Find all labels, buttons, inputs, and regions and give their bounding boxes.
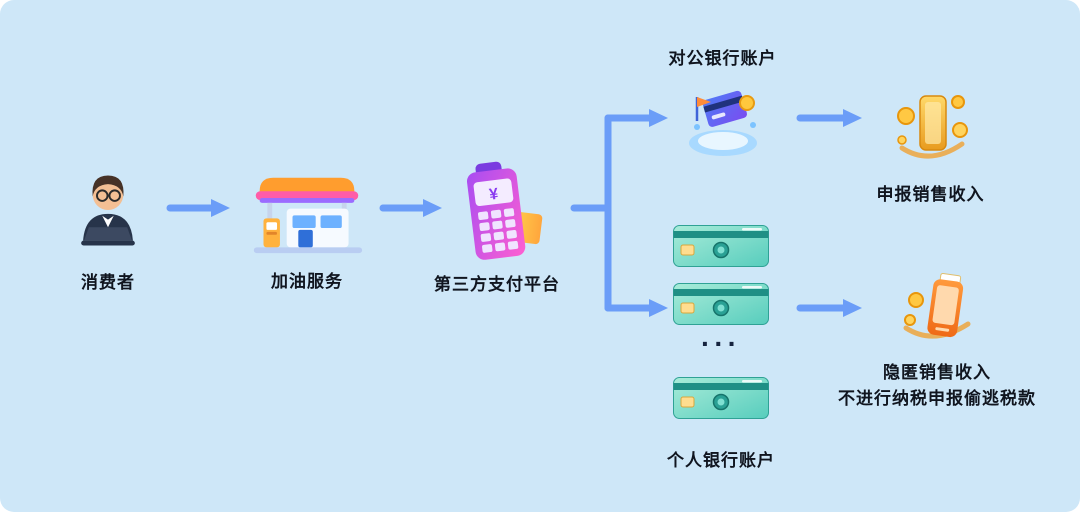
gold-bar-coins-icon [896,95,968,159]
personal-bank-account-label: 个人银行账户 [667,451,775,470]
node-refuel-service: 加油服务 [242,170,372,292]
corporate-bank-account-label: 对公银行账户 [668,49,777,68]
declare-sales-income-label: 申报销售收入 [876,185,985,204]
hidden-sales-income-label-line2: 不进行纳税申报偷逃税款 [838,389,1036,408]
corporate-account-card-icon [688,90,757,156]
refuel-service-label: 加油服务 [271,272,343,291]
node-declare-sales-income: 申报销售收入 [858,84,1003,205]
phone-cash-icon [903,272,971,339]
arrow-branch-to-personal-account [604,299,668,317]
consumer-person-icon [81,175,135,246]
pos-terminal-icon: ¥ [466,161,543,260]
node-third-party-platform: ¥ 第三方支付平台 [417,158,577,295]
node-hidden-sales-income: 隐匿销售收入 不进行纳税申报偷逃税款 [822,272,1052,412]
arrow-consumer-to-refuel [166,199,230,217]
node-consumer: 消费者 [52,164,164,293]
personal-bank-card-icon [673,283,769,325]
more-cards-ellipsis: ··· [701,328,741,359]
branch-stem-connector [570,114,612,312]
arrow-corporate-to-declare-income [796,109,862,127]
hidden-sales-income-label-line1: 隐匿销售收入 [883,363,991,382]
consumer-label: 消费者 [81,273,135,292]
personal-bank-card-icon [673,377,769,419]
personal-bank-card-icon [673,225,769,267]
third-party-platform-label: 第三方支付平台 [434,275,560,294]
pos-screen-currency-symbol: ¥ [488,186,499,204]
gas-station-icon [253,177,363,254]
node-corporate-bank-account: 对公银行账户 [655,44,790,164]
